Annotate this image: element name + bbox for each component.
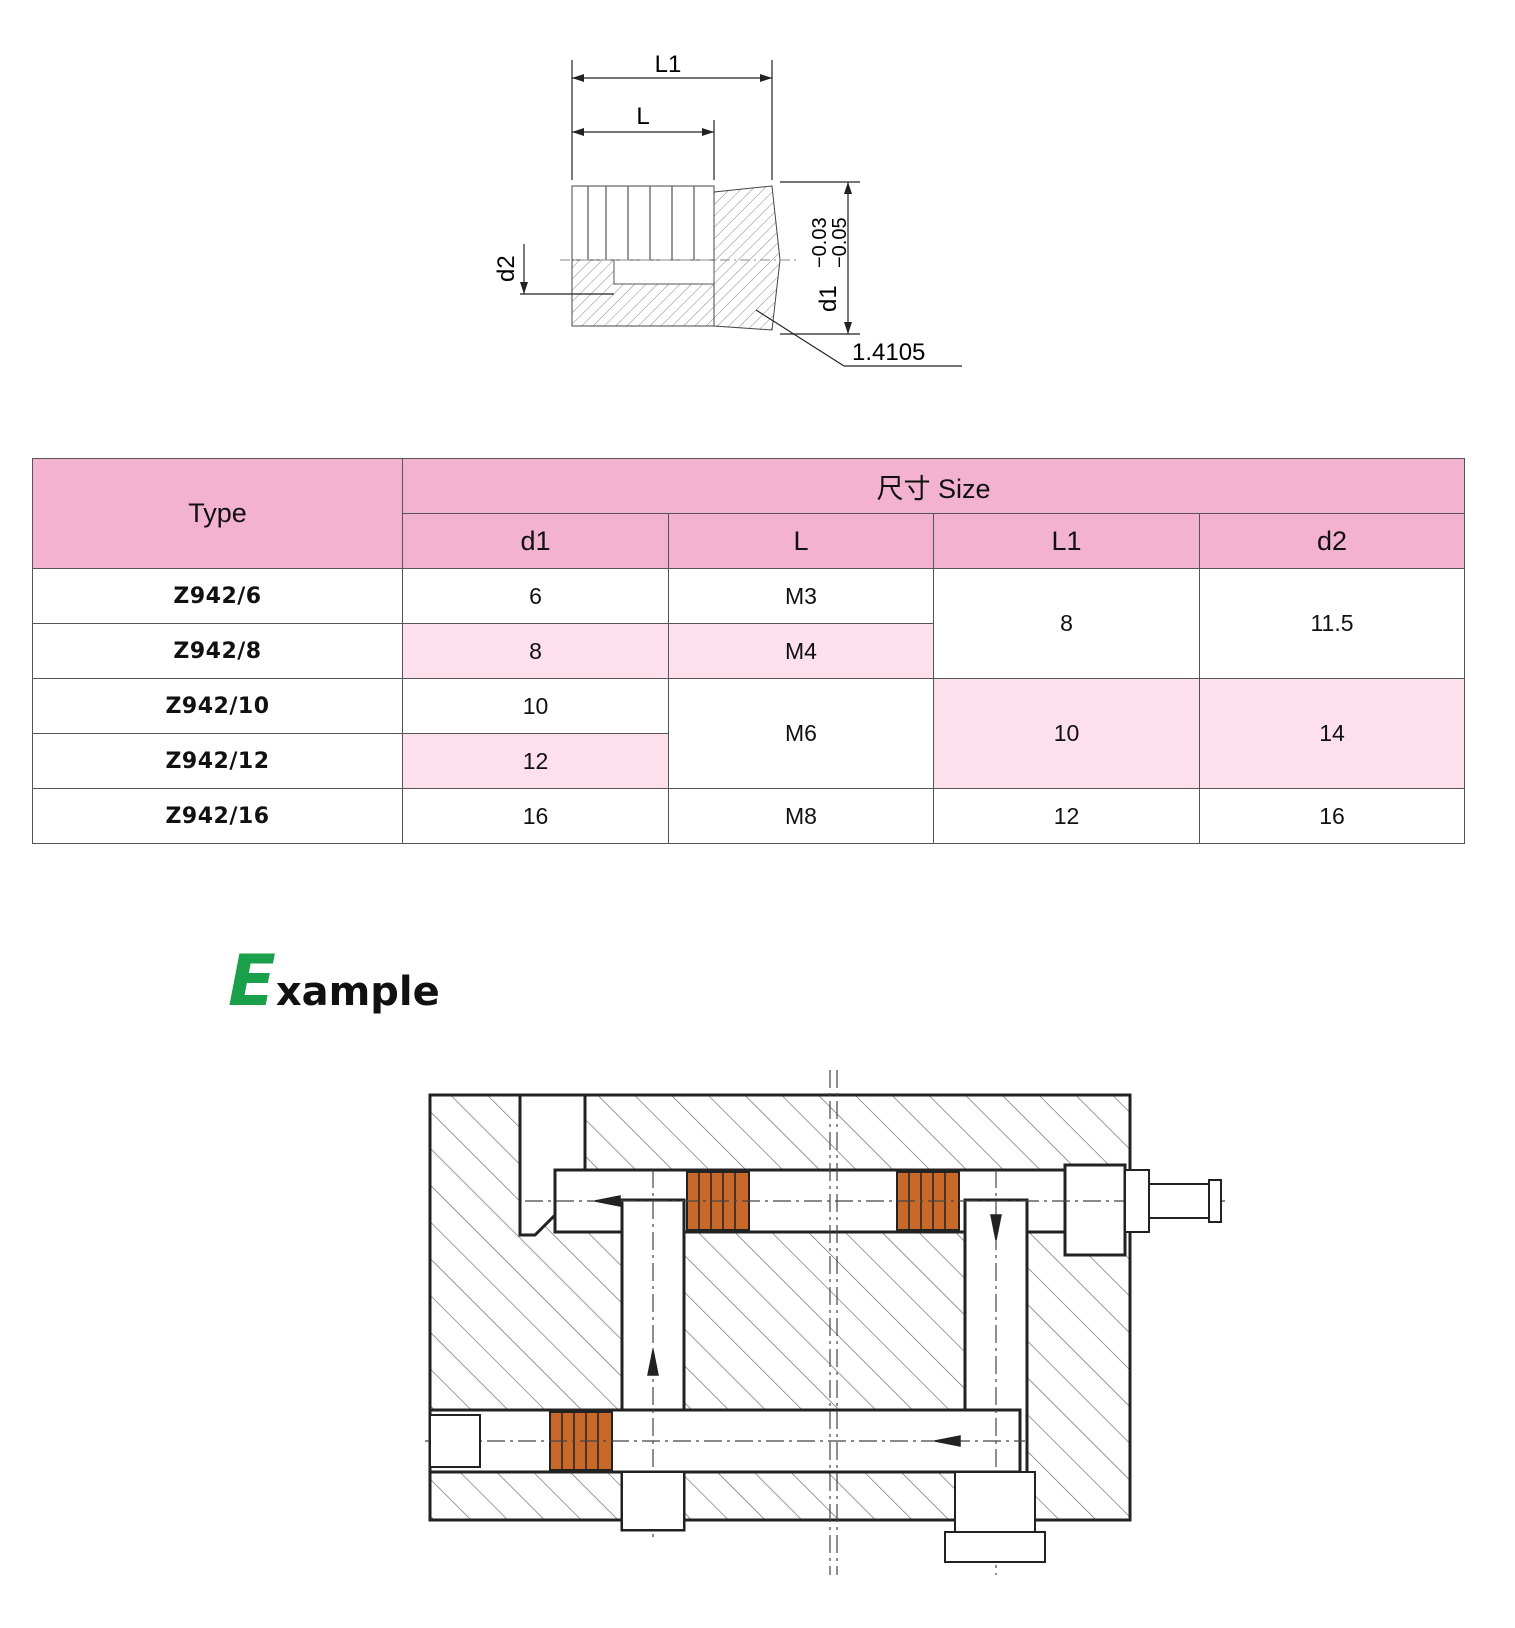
- dim-d1-label: d1: [815, 285, 842, 312]
- header-L1: L1: [933, 513, 1200, 569]
- cell-d2: 16: [1199, 788, 1465, 844]
- header-L: L: [668, 513, 934, 569]
- cell-d1: 6: [402, 568, 669, 624]
- header-type: Type: [32, 458, 403, 569]
- table-row: Z942/8 8 M4: [32, 623, 1465, 679]
- example-initial: E: [228, 940, 276, 1022]
- header-d1: d1: [402, 513, 669, 569]
- example-heading: Example: [228, 940, 440, 1022]
- cell-d1: 8: [402, 623, 669, 679]
- cell-L1-merged: 8: [933, 568, 1200, 679]
- plug-fitting: [429, 1414, 1046, 1563]
- cell-d1: 12: [402, 733, 669, 789]
- insert-section-drawing: L1 L d2 d1 −0.03 −0.05 1.4105: [493, 51, 962, 367]
- cell-d1: 10: [402, 678, 669, 734]
- cell-L: M4: [668, 623, 934, 679]
- cell-type: Z942/6: [32, 568, 403, 624]
- coupling-fitting: [1124, 1169, 1222, 1233]
- cell-L1-merged: 10: [933, 678, 1200, 789]
- dim-d2-label: d2: [493, 255, 520, 282]
- cell-type: Z942/8: [32, 623, 403, 679]
- cell-L-merged: M6: [668, 678, 934, 789]
- table-row: Z942/16 16 M8 12 16: [32, 788, 1465, 844]
- tolerance-upper: −0.03: [809, 217, 831, 268]
- header-size: 尺寸 Size: [402, 458, 1465, 514]
- cell-d2-merged: 14: [1199, 678, 1465, 789]
- tolerance-lower: −0.05: [829, 217, 851, 268]
- cell-d1: 16: [402, 788, 669, 844]
- cell-L: M3: [668, 568, 934, 624]
- dim-L1-label: L1: [655, 51, 682, 78]
- cell-d2-merged: 11.5: [1199, 568, 1465, 679]
- cell-L: M8: [668, 788, 934, 844]
- cell-type: Z942/12: [32, 733, 403, 789]
- material-label: 1.4105: [852, 339, 925, 366]
- cell-type: Z942/10: [32, 678, 403, 734]
- cell-L1: 12: [933, 788, 1200, 844]
- table-row: Z942/6 6 M3 8 11.5: [32, 568, 1465, 679]
- dim-L-label: L: [636, 103, 649, 130]
- example-cooling-drawing: [425, 1070, 1230, 1575]
- example-rest: xample: [275, 969, 440, 1015]
- header-d2: d2: [1199, 513, 1465, 569]
- cell-type: Z942/16: [32, 788, 403, 844]
- table-row: Z942/10 10 M6 10 14: [32, 678, 1465, 789]
- size-table: Type 尺寸 Size d1 L L1 d2 Z942/6 6 M3 8 11…: [32, 458, 1465, 844]
